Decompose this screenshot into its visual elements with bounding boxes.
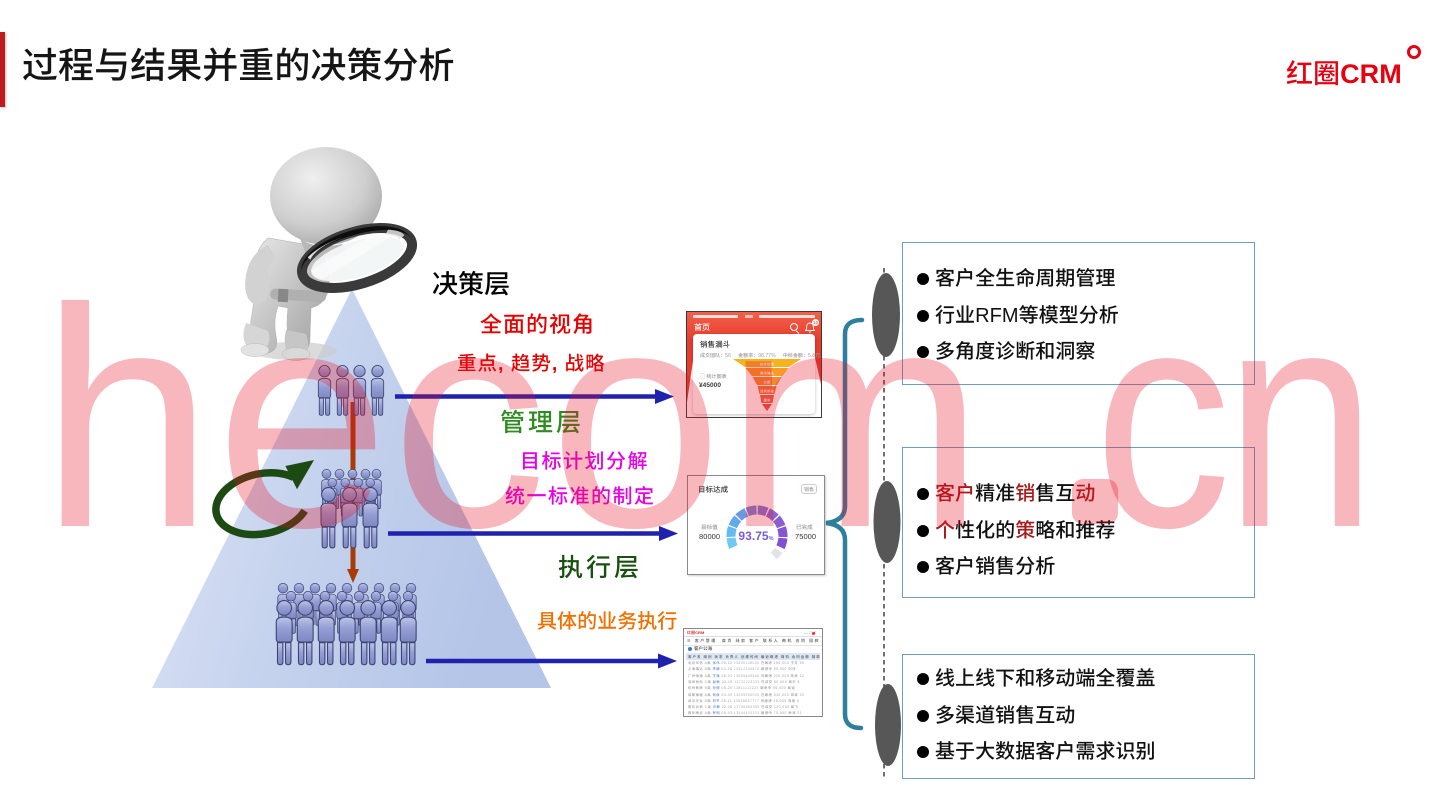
svg-text:初步接洽: 初步接洽 [760, 362, 775, 366]
svg-text:需求确认: 需求确认 [760, 371, 775, 375]
svg-text:方案: 方案 [763, 380, 771, 384]
svg-text:赢单: 赢单 [763, 398, 771, 402]
svg-text:谈判审核: 谈判审核 [760, 389, 775, 393]
svg-text:93.75%: 93.75% [738, 529, 773, 543]
